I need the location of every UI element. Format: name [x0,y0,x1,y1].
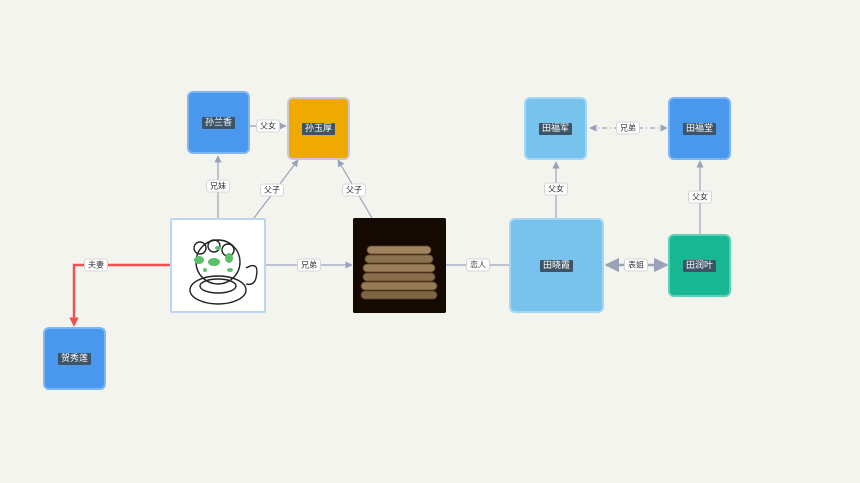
edge-label-brothers-sun: 兄弟 [297,258,321,272]
node-image-bear[interactable] [170,218,266,313]
edge-label-lovers: 恋人 [466,258,490,272]
node-tian-futang[interactable]: 田福堂 [668,97,731,160]
node-label: 贺秀莲 [57,352,91,365]
node-label: 田福堂 [682,122,716,135]
node-he-xiulian[interactable]: 贺秀莲 [43,327,106,390]
node-label: 田润叶 [682,259,716,272]
node-tian-xiaoxia[interactable]: 田晓霞 [509,218,604,313]
node-image-logs[interactable] [353,218,446,313]
edge-label-father-daughter-fujun: 父女 [544,182,568,196]
bear-face-drawing [189,239,258,305]
edge-label-father-daughter-sun: 父女 [256,119,280,133]
node-label: 孙玉厚 [301,122,335,135]
node-label: 孙兰香 [201,116,235,129]
stacked-logs-photo [353,218,446,313]
edge-label-father-son-left: 父子 [260,183,284,197]
edge-label-cousins: 表姐 [624,258,648,272]
node-label: 田晓霞 [539,259,573,272]
node-sun-yuhou[interactable]: 孙玉厚 [287,97,350,160]
node-sun-lanxiang[interactable]: 孙兰香 [187,91,250,154]
edge-label-spouse: 夫妻 [84,258,108,272]
edge-label-father-son-right: 父子 [342,183,366,197]
edge-label-father-daughter-futang: 父女 [688,190,712,204]
edge-spouse[interactable] [69,263,170,327]
node-tian-fujun[interactable]: 田福军 [524,97,587,160]
edge-label-siblings-sun: 兄妹 [206,179,230,193]
node-tian-runye[interactable]: 田润叶 [668,234,731,297]
edge-label-brothers-tian: 兄弟 [616,121,640,135]
node-label: 田福军 [538,122,572,135]
